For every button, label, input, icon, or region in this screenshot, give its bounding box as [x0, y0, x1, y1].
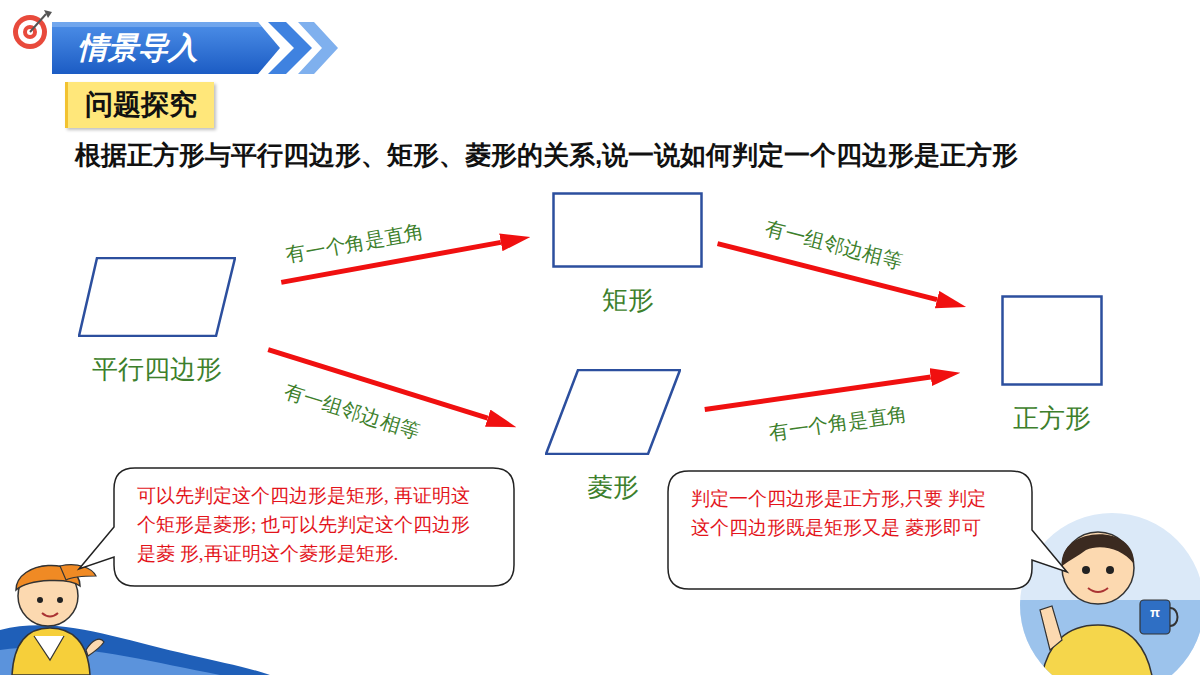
bubble-outline-path	[668, 471, 1067, 589]
shape-outline	[1003, 297, 1102, 385]
bubble-text: 可以先判定这个四边形是矩形, 再证明这个矩形是菱形; 也可以先判定这个四边形是菱…	[137, 481, 475, 568]
rhombus-shape: 菱形	[545, 369, 681, 503]
shape-outline	[546, 370, 680, 454]
square-shape: 正方形	[1001, 295, 1103, 434]
rectangle-shape: 矩形	[552, 192, 703, 316]
edge-label: 有一组邻边相等	[760, 216, 907, 275]
boy-illustration-right	[1020, 513, 1200, 675]
shape-name: 平行四边形	[78, 353, 236, 385]
rectangle-shape-outline	[552, 192, 703, 268]
speech-bubble: 可以先判定这个四边形是矩形, 再证明这个矩形是菱形; 也可以先判定这个四边形是菱…	[113, 467, 515, 587]
question-text: 根据正方形与平行四边形、矩形、菱形的关系,说一说如何判定一个四边形是正方形	[75, 138, 1018, 173]
rhombus-shape-outline	[545, 369, 681, 455]
shape-name: 矩形	[552, 284, 703, 316]
parallelogram-shape-outline	[78, 257, 236, 337]
heading-box: 问题探究	[65, 82, 214, 128]
shape-outline	[554, 194, 702, 267]
header-banner	[52, 22, 338, 74]
bubble-outline-path	[79, 468, 514, 586]
slide-title: 情景导入	[78, 28, 198, 68]
edge-label: 有一组邻边相等	[279, 378, 426, 444]
parallelogram-shape: 平行四边形	[78, 257, 236, 385]
boy-illustration-left	[12, 565, 104, 675]
bubble-text: 判定一个四边形是正方形,只要 判定这个四边形既是矩形又是 菱形即可	[691, 484, 993, 542]
mug-symbol: π	[1150, 605, 1160, 620]
edge-label: 有一个角是直角	[281, 218, 429, 268]
shape-outline	[79, 258, 235, 336]
shape-name: 正方形	[1001, 402, 1103, 434]
shape-name: 菱形	[545, 471, 681, 503]
heading-text: 问题探究	[85, 87, 197, 123]
target-icon	[13, 10, 52, 49]
edge-label: 有一个角是直角	[764, 400, 912, 445]
speech-bubble: 判定一个四边形是正方形,只要 判定这个四边形既是矩形又是 菱形即可	[667, 470, 1033, 590]
square-shape-outline	[1001, 295, 1103, 386]
wave-decoration	[0, 625, 270, 675]
